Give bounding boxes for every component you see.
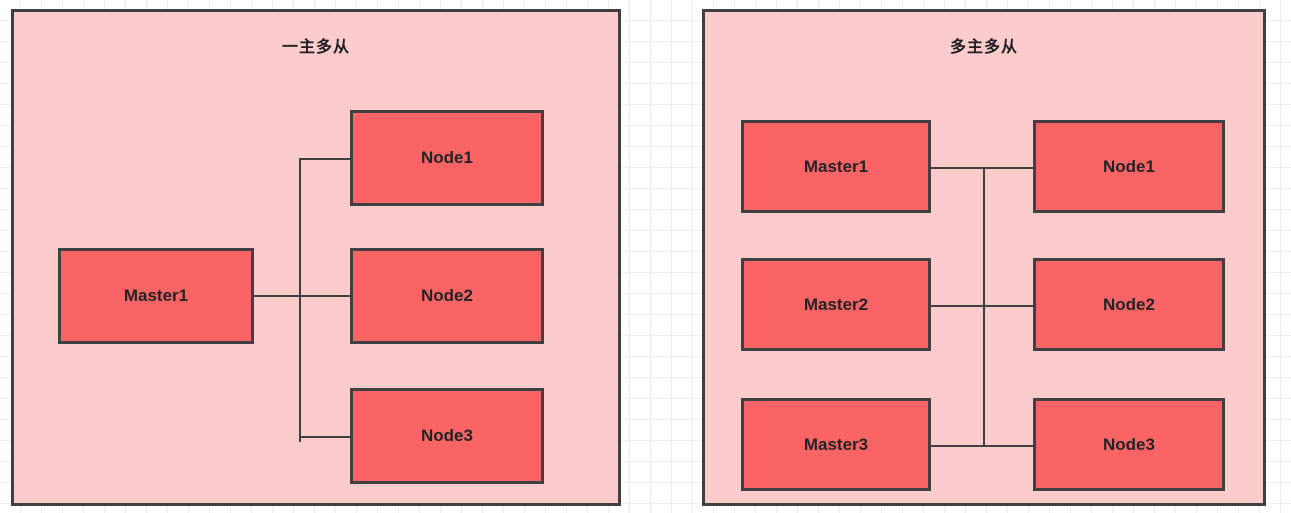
box-master2[interactable]: Master2 [741,258,931,351]
edge-trunk-to-node1 [299,158,350,160]
box-node3-label: Node3 [1103,434,1155,454]
box-node1-label: Node1 [421,148,473,167]
edge-trunk-to-node2 [299,295,350,297]
box-node2-label: Node2 [421,286,473,305]
box-node3-label: Node3 [421,426,473,445]
box-node1-label: Node1 [1103,156,1155,176]
box-node2[interactable]: Node2 [1033,258,1225,351]
edge-master2-node2 [931,305,1033,307]
box-node3[interactable]: Node3 [1033,398,1225,491]
edge-master3-node3 [931,445,1033,447]
box-master1[interactable]: Master1 [741,120,931,213]
edge-master1-node1 [931,167,1033,169]
box-master3[interactable]: Master3 [741,398,931,491]
box-master1[interactable]: Master1 [58,248,254,344]
box-node1[interactable]: Node1 [1033,120,1225,213]
edge-trunk-to-node3 [299,436,350,438]
panel-multi-master-title: 多主多从 [949,39,1018,56]
box-node2-label: Node2 [1103,294,1155,314]
box-node3[interactable]: Node3 [350,388,544,484]
panel-single-master-title: 一主多从 [281,39,350,56]
panel-multi-master: 多主多从 Master1 Master2 Master3 Node1 Node2… [702,9,1266,506]
edge-trunk-vertical [299,158,301,442]
box-master1-label: Master1 [123,286,189,305]
box-master1-label: Master1 [803,156,869,176]
panel-single-master: 一主多从 Master1 Node1 Node2 Node3 [11,9,621,506]
box-master2-label: Master2 [803,294,869,314]
edge-master1-to-trunk [254,295,299,297]
box-node1[interactable]: Node1 [350,110,544,206]
box-master3-label: Master3 [803,434,869,454]
box-node2[interactable]: Node2 [350,248,544,344]
